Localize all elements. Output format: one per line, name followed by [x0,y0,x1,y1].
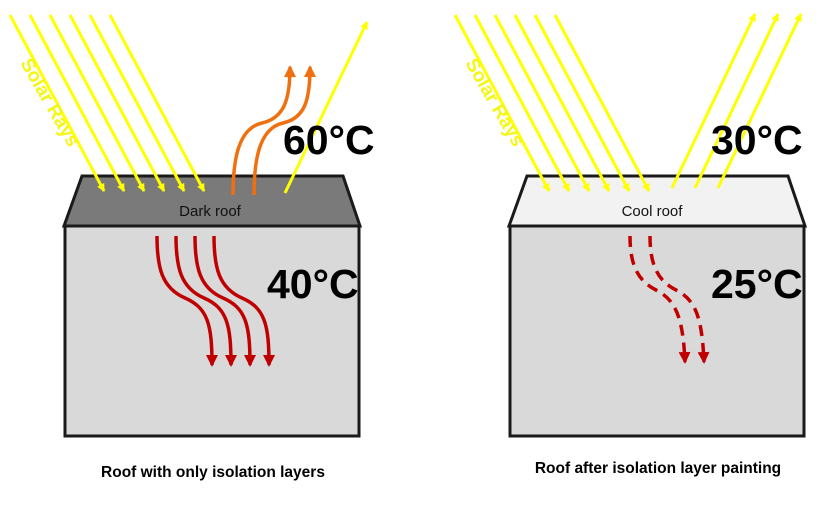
left-solar-rays-label: Solar Rays [16,55,83,151]
left-solar-ray [8,14,106,192]
right-heat-flow-arrow [628,235,691,364]
left-incoming-solar-rays [8,14,206,192]
left-emitted-heat [231,65,316,196]
right-solar-ray [473,14,571,192]
right-solar-ray [453,14,551,192]
left-heat-arrow [231,65,296,196]
right-solar-rays-label: Solar Rays [461,55,528,151]
left-heat-arrow [252,65,316,196]
right-reflected-ray [693,13,780,189]
right-transmitted-heat [628,235,710,364]
right-roof-label: Cool roof [622,203,684,220]
right-solar-ray [493,14,591,192]
left-roof-label: Dark roof [179,203,242,220]
right-panel: Solar Rays Cool roof 30°C 25°C Roof afte… [453,13,808,477]
left-building [63,224,361,438]
right-reflected-ray [670,13,757,189]
left-reflected-ray [283,21,369,194]
left-panel: Solar Rays Dark roof 60°C 40°C Roof with… [8,14,375,481]
left-caption: Roof with only isolation layers [101,464,325,481]
left-solar-ray [68,14,166,192]
right-incoming-solar-rays [453,14,651,192]
right-solar-ray [533,14,631,192]
right-reflected-ray [716,13,803,189]
right-solar-ray [513,14,611,192]
right-inside-temperature: 25°C [711,261,803,307]
left-transmitted-heat [155,235,275,367]
left-roof-temperature: 60°C [283,117,375,163]
right-roof-temperature: 30°C [711,117,803,163]
left-solar-ray [48,14,146,192]
right-building [508,224,806,438]
left-solar-ray [28,14,126,192]
right-heat-flow-arrow [648,235,710,364]
left-heat-flow-arrow [193,235,256,367]
right-solar-ray [553,14,651,192]
left-heat-flow-arrow [212,235,275,367]
left-heat-flow-arrow [174,235,237,367]
left-inside-temperature: 40°C [267,261,359,307]
right-caption: Roof after isolation layer painting [535,460,781,477]
left-heat-flow-arrow [155,235,218,367]
left-solar-ray [108,14,206,192]
right-reflected-rays [670,13,803,189]
left-solar-ray [88,14,186,192]
